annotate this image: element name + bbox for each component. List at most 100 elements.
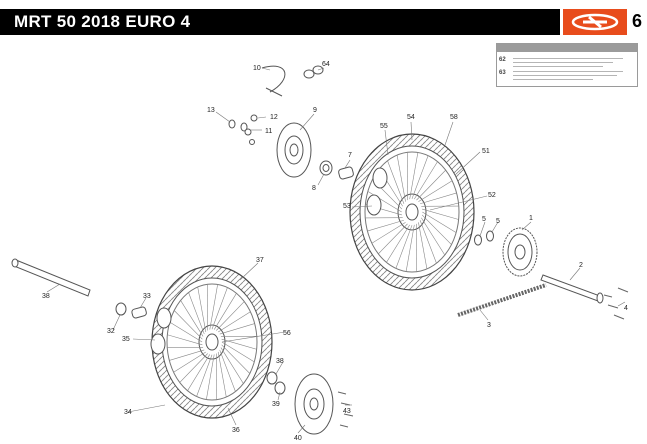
header: MRT 50 2018 EURO 4 6 <box>0 9 647 35</box>
spoke <box>188 292 205 335</box>
spoke <box>419 192 457 205</box>
spoke <box>187 354 211 391</box>
spoke <box>169 321 203 343</box>
callout-58: 58 <box>450 114 458 121</box>
callout-55: 55 <box>380 123 388 130</box>
callout-64: 64 <box>322 61 330 68</box>
callout-34: 34 <box>124 409 132 416</box>
spoke <box>174 310 203 340</box>
speedo-cable <box>261 65 324 97</box>
rear-hub-spacers <box>366 167 388 216</box>
front-axle <box>11 258 91 297</box>
callout-37: 37 <box>256 257 264 264</box>
callout-11: 11 <box>265 128 272 135</box>
spoke <box>206 354 215 400</box>
spoke <box>221 344 250 374</box>
notes-ref-63: 63 <box>499 70 506 76</box>
spoke <box>180 300 204 337</box>
notes-text-line <box>513 71 623 73</box>
callout-33: 33 <box>143 293 151 300</box>
spoke <box>217 351 227 398</box>
callout-3: 3 <box>487 322 491 329</box>
callout-2: 2 <box>579 262 583 269</box>
spoke <box>197 286 207 333</box>
spoke <box>421 208 459 220</box>
callout-8: 8 <box>312 185 316 192</box>
callout-40: 40 <box>294 435 302 442</box>
spoke <box>367 219 405 232</box>
callout-4: 4 <box>624 305 628 312</box>
callout-7: 7 <box>348 152 352 159</box>
callout-43: 43 <box>343 408 351 415</box>
spoke <box>418 222 428 269</box>
callout-51: 51 <box>482 148 490 155</box>
spoke <box>405 224 415 272</box>
spoke <box>421 214 452 245</box>
notes-box: 62 63 <box>496 43 638 87</box>
spoke <box>173 351 206 373</box>
rear-spokes <box>365 152 459 272</box>
rear-bearing-spacer <box>319 160 354 180</box>
spoke <box>421 217 446 256</box>
spoke <box>220 347 244 384</box>
callout-5a: 5 <box>482 216 486 223</box>
notes-text-line <box>513 62 613 64</box>
fastener-cluster <box>228 114 258 145</box>
spoke <box>211 287 228 330</box>
spoke <box>169 349 205 361</box>
spoke <box>213 293 237 330</box>
front-bearings <box>266 371 286 395</box>
callout-36: 36 <box>232 427 240 434</box>
spoke <box>219 349 236 392</box>
rear-sprocket <box>474 227 538 277</box>
front-spacers <box>115 302 147 319</box>
callout-54: 54 <box>407 114 415 121</box>
notes-heading <box>497 44 637 52</box>
notes-ref-62: 62 <box>499 57 506 63</box>
spoke <box>395 225 413 269</box>
spoke <box>167 334 203 346</box>
front-brake-disc <box>294 373 354 435</box>
callout-52: 52 <box>488 192 496 199</box>
leader-lines <box>46 67 626 434</box>
title-bar: MRT 50 2018 EURO 4 <box>0 9 560 35</box>
brand-logo <box>563 9 627 35</box>
spoke <box>422 211 457 233</box>
spoke <box>419 220 437 264</box>
callout-13: 13 <box>207 107 215 114</box>
spoke <box>409 152 419 200</box>
notes-text-line <box>513 79 593 81</box>
spoke <box>221 341 255 363</box>
rear-brake-disc <box>276 122 312 178</box>
spoke <box>209 284 218 330</box>
spoke <box>219 323 255 335</box>
front-spokes <box>167 284 257 400</box>
spoke <box>414 161 438 200</box>
spoke <box>196 354 213 397</box>
callout-12: 12 <box>270 114 278 121</box>
callout-9: 9 <box>313 107 317 114</box>
callout-38-bearing: 38 <box>276 358 284 365</box>
callout-5b: 5 <box>496 218 500 225</box>
spoke <box>386 224 410 263</box>
callout-32: 32 <box>107 328 115 335</box>
page-title: MRT 50 2018 EURO 4 <box>14 12 191 31</box>
front-wheel <box>151 265 273 419</box>
callout-35: 35 <box>122 336 130 343</box>
callout-39: 39 <box>272 401 280 408</box>
spoke <box>218 311 251 333</box>
notes-text-line <box>513 75 617 77</box>
spoke <box>411 155 429 199</box>
rear-axle <box>540 274 629 320</box>
callout-38-axle: 38 <box>42 293 50 300</box>
spoke <box>387 160 405 204</box>
notes-text-line <box>513 66 603 68</box>
notes-text-line <box>513 58 623 60</box>
drive-chain <box>457 283 547 317</box>
rieju-logo-icon <box>571 13 619 31</box>
callout-1: 1 <box>529 215 533 222</box>
spoke <box>416 169 446 201</box>
spoke <box>378 223 408 255</box>
